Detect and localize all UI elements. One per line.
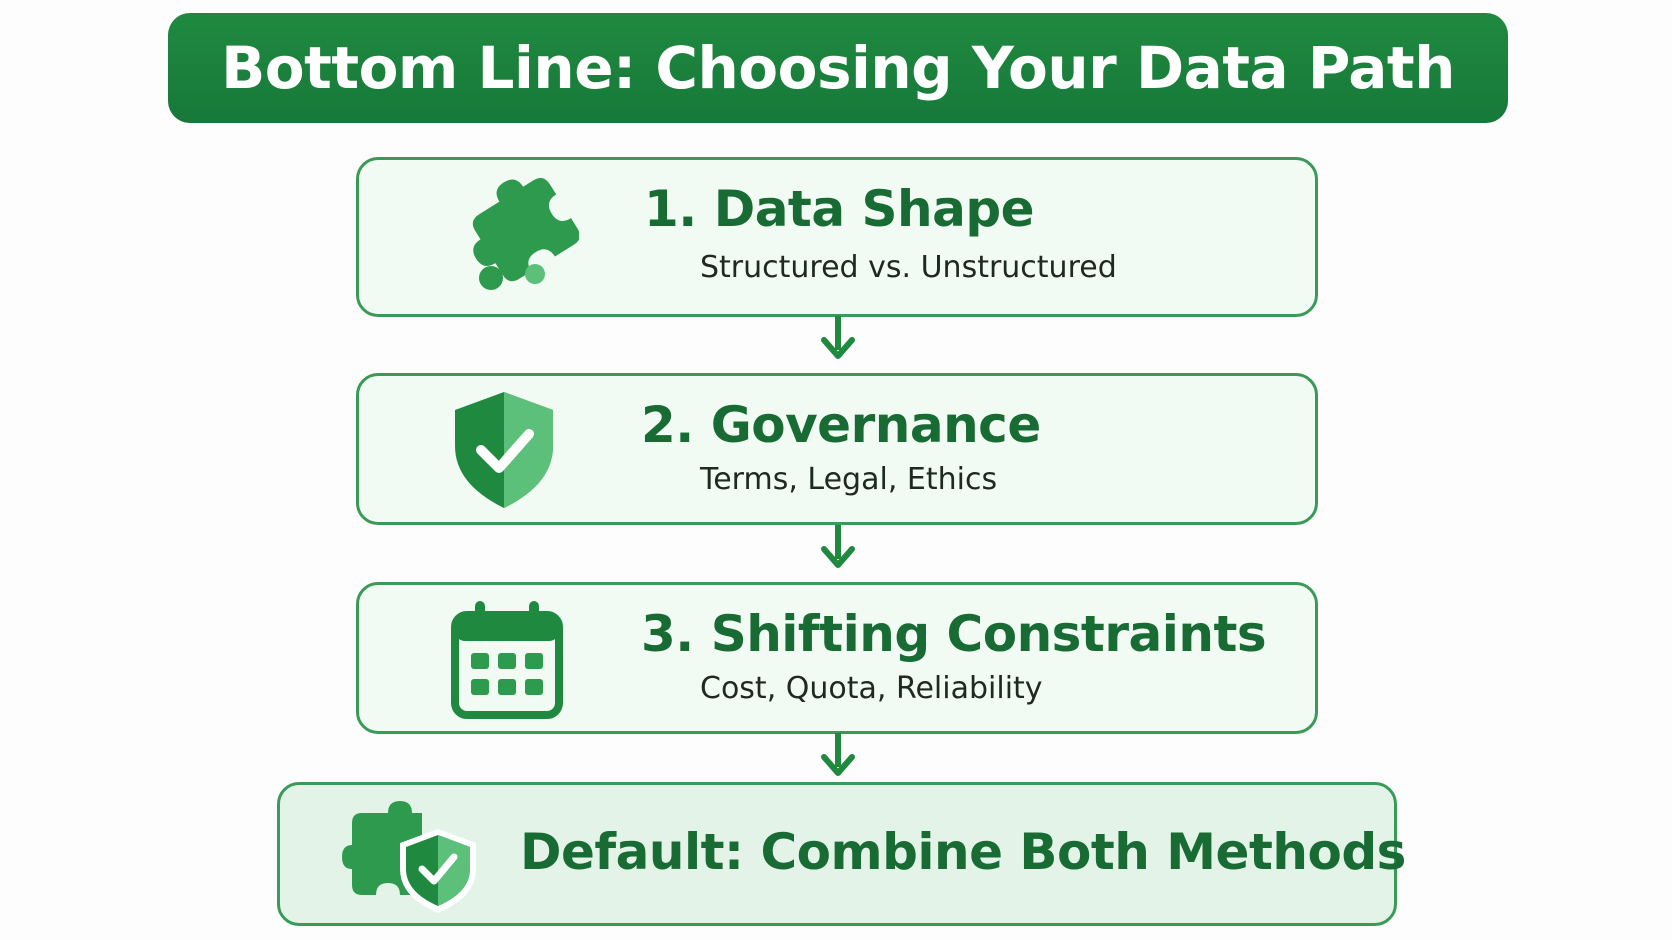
step-subtitle: Structured vs. Unstructured — [700, 250, 1117, 285]
puzzle-shield-icon — [340, 799, 480, 919]
down-arrow-icon — [818, 316, 858, 364]
page-title: Bottom Line: Choosing Your Data Path — [221, 34, 1455, 102]
title-banner: Bottom Line: Choosing Your Data Path — [168, 13, 1508, 123]
step-title: 2. Governance — [641, 396, 1041, 454]
calendar-icon — [449, 597, 565, 721]
step-shifting-constraints: 3. Shifting Constraints Cost, Quota, Rel… — [356, 582, 1318, 734]
default-recommendation: Default: Combine Both Methods — [277, 782, 1406, 926]
down-arrow-icon — [818, 525, 858, 573]
default-label: Default: Combine Both Methods — [520, 823, 1406, 881]
step-governance: 2. Governance Terms, Legal, Ethics — [356, 373, 1318, 525]
down-arrow-icon — [818, 733, 858, 781]
puzzle-icon — [449, 178, 579, 298]
step-subtitle: Cost, Quota, Reliability — [700, 671, 1043, 706]
step-subtitle: Terms, Legal, Ethics — [700, 462, 998, 497]
shield-check-icon — [449, 388, 559, 512]
step-title: 1. Data Shape — [644, 180, 1035, 238]
step-title: 3. Shifting Constraints — [641, 605, 1267, 663]
step-data-shape: 1. Data Shape Structured vs. Unstructure… — [356, 157, 1318, 317]
